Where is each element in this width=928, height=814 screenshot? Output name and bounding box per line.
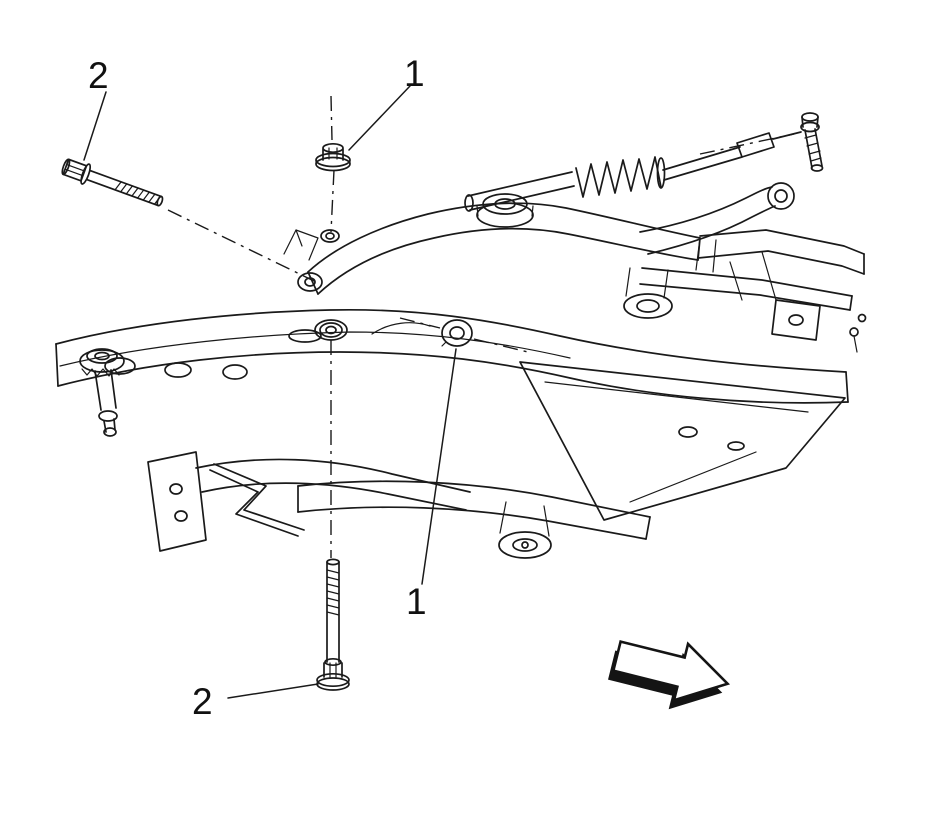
steering-rack xyxy=(464,112,824,212)
callout-label-upper-nut: 1 xyxy=(404,53,425,94)
upper-bolt xyxy=(61,158,164,207)
callouts: 2 1 1 2 xyxy=(83,53,457,722)
upper-control-arm xyxy=(283,202,701,341)
lower-bolt xyxy=(316,558,350,691)
subframe-assembly xyxy=(55,112,867,559)
front-crossmember xyxy=(55,308,849,404)
leader-line-upper-bolt xyxy=(83,91,107,161)
leader-line-middle-washer xyxy=(421,348,457,585)
fasteners xyxy=(61,142,473,691)
direction-arrow xyxy=(608,640,731,710)
leader-line-upper-nut xyxy=(348,85,411,151)
upper-nut-axis-line-top xyxy=(330,95,333,141)
callout-label-upper-bolt: 2 xyxy=(88,55,109,96)
outer-arm xyxy=(639,182,795,255)
ball-joint xyxy=(79,348,125,437)
left-bracket xyxy=(147,451,471,552)
upper-bolt-axis-line xyxy=(167,209,315,282)
stud-axis-line xyxy=(699,133,795,155)
rear-crossmember xyxy=(297,480,651,559)
direction-arrow-face xyxy=(611,640,731,703)
tie-rod-stud xyxy=(800,112,824,172)
skid-pan xyxy=(519,361,846,521)
index-lines xyxy=(167,95,795,558)
washer-axis-line-right xyxy=(473,338,529,353)
rack-bellows xyxy=(575,156,662,198)
washer-axis-line-left xyxy=(399,317,441,329)
callout-label-middle-washer: 1 xyxy=(406,581,427,622)
upper-nut-axis-line-bottom xyxy=(330,169,335,233)
tie-rod-end xyxy=(736,132,775,158)
callout-label-lower-bolt: 2 xyxy=(192,681,213,722)
bushing-mounts xyxy=(476,193,673,319)
middle-washer xyxy=(441,319,473,347)
upper-nut xyxy=(315,142,351,172)
right-rails xyxy=(639,229,867,353)
leader-line-lower-bolt xyxy=(227,683,319,699)
